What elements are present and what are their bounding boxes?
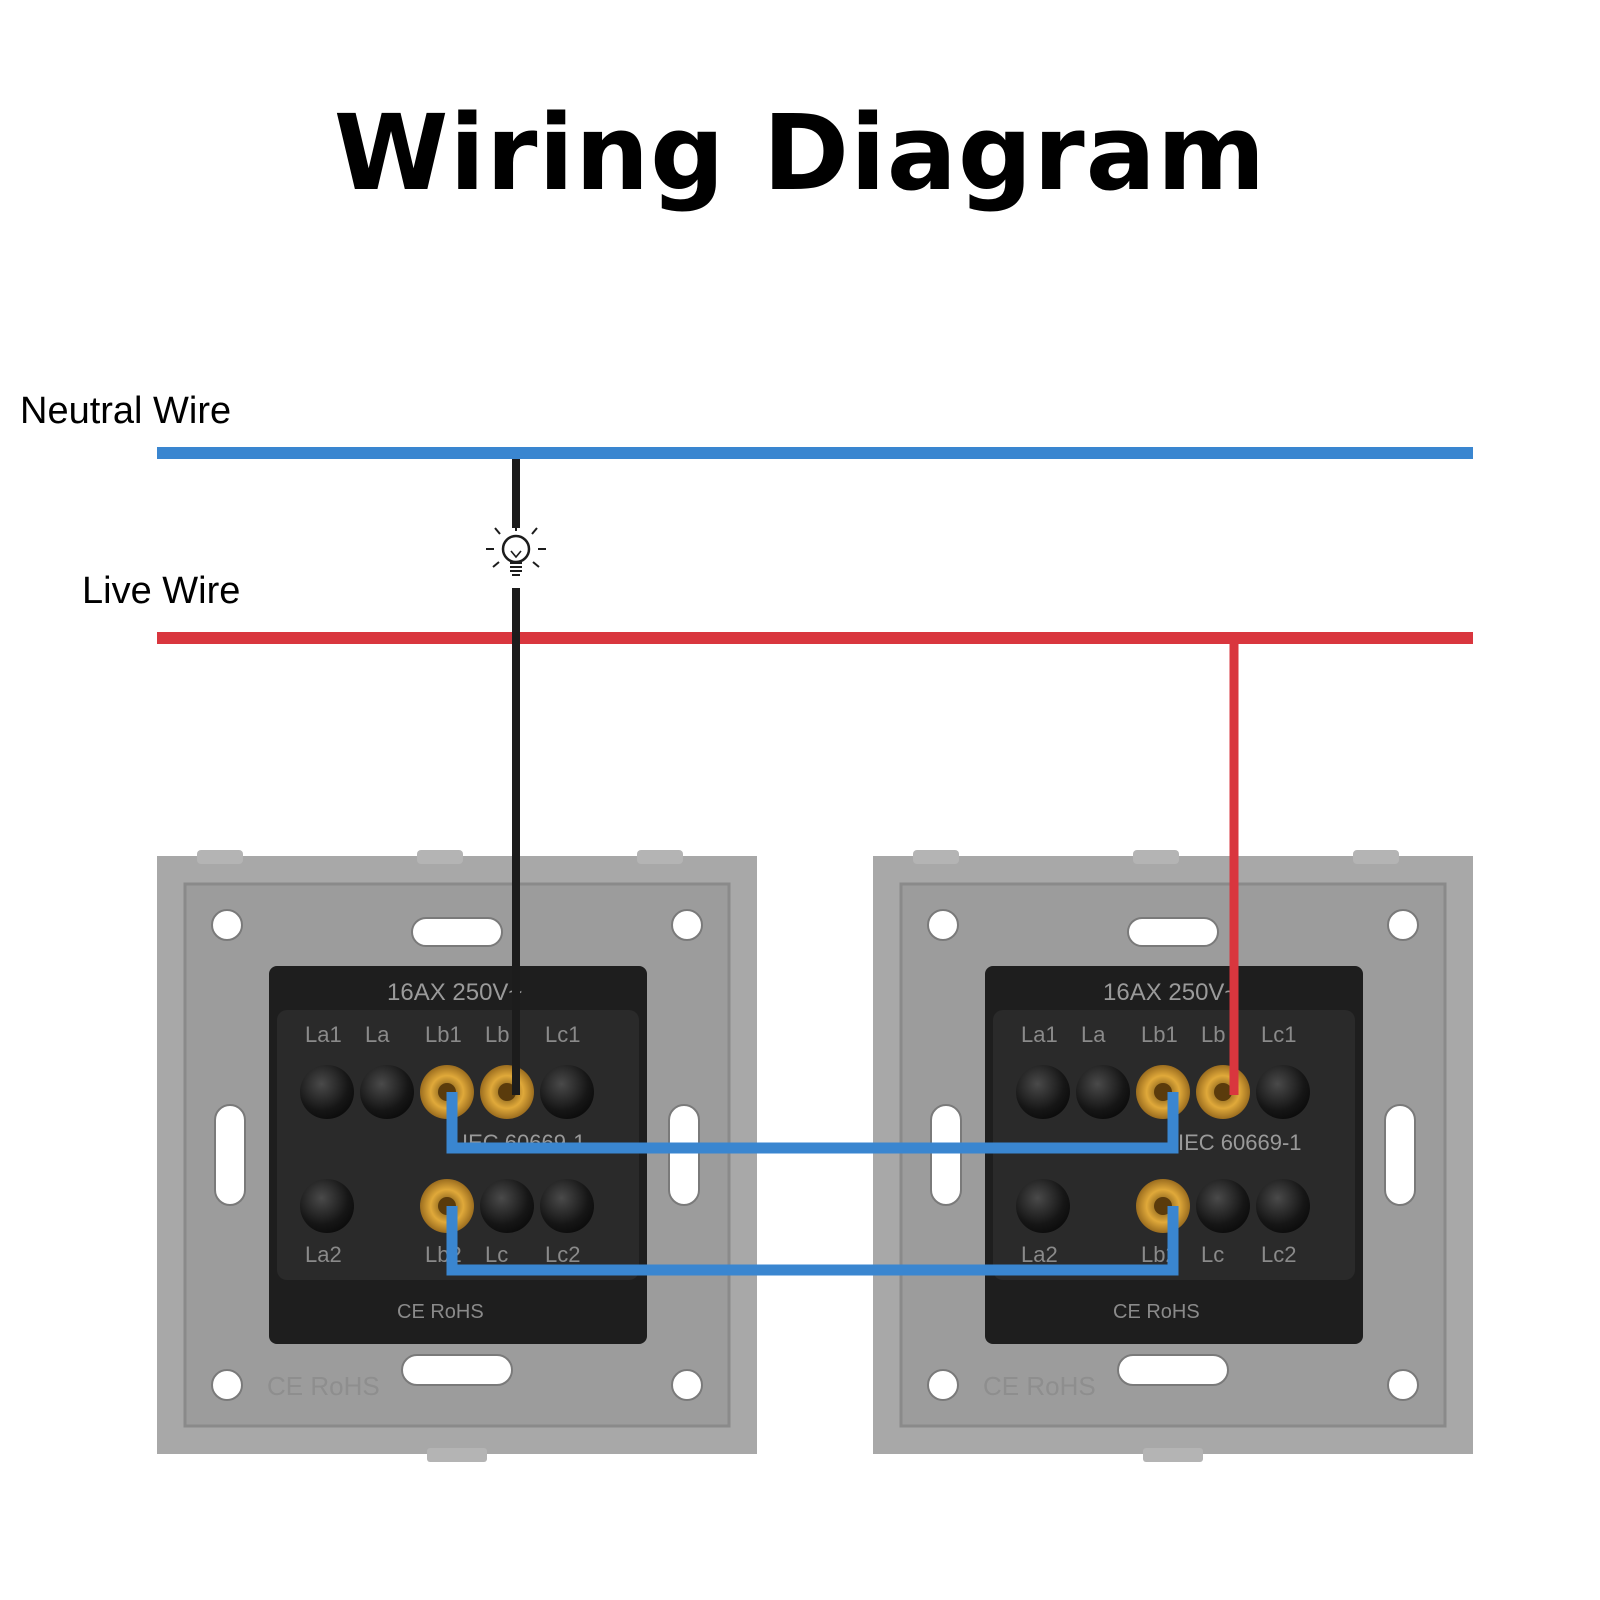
terminal-screw <box>1076 1065 1130 1119</box>
mounting-hole <box>927 1369 959 1401</box>
mounting-hole <box>671 909 703 941</box>
terminal-screw <box>1256 1065 1310 1119</box>
terminal-label: Lc2 <box>1261 1242 1296 1267</box>
terminal-label: Lc1 <box>1261 1022 1296 1047</box>
terminal-screw <box>1016 1065 1070 1119</box>
rating-text: 16AX 250V~ <box>387 979 522 1006</box>
terminal-label: La1 <box>305 1022 342 1047</box>
terminal-screw <box>1196 1179 1250 1233</box>
module-marks-text: CE RoHS <box>397 1301 484 1323</box>
plate-marks-text: CE RoHS <box>267 1371 380 1401</box>
plate-tab <box>417 850 463 864</box>
mounting-hole <box>671 1369 703 1401</box>
mounting-slot <box>1127 917 1219 947</box>
plate-tab <box>1353 850 1399 864</box>
mounting-slot <box>411 917 503 947</box>
standard-text: IEC 60669-1 <box>1178 1130 1302 1155</box>
terminal-label: Lb <box>485 1022 509 1047</box>
terminal-label: Lc <box>485 1242 508 1267</box>
mounting-slot <box>1117 1354 1229 1386</box>
terminal-screw <box>1256 1179 1310 1233</box>
terminal-label: La <box>1081 1022 1106 1047</box>
wires-group <box>157 447 1473 1276</box>
live-wire-label: Live Wire <box>82 570 241 612</box>
terminal-screw <box>1016 1179 1070 1233</box>
plate-tab <box>427 1448 487 1462</box>
plate-tab <box>913 850 959 864</box>
plate-tab <box>1143 1448 1203 1462</box>
terminal-screw <box>540 1065 594 1119</box>
traveler-wire-lower <box>446 1206 1179 1276</box>
terminal-label: Lb1 <box>425 1022 462 1047</box>
terminal-label: Lb1 <box>1141 1022 1178 1047</box>
terminal-screw <box>360 1065 414 1119</box>
plate-tab <box>197 850 243 864</box>
mounting-hole <box>211 909 243 941</box>
terminal-label: Lc <box>1201 1242 1224 1267</box>
screw-hole <box>1214 1083 1232 1101</box>
rating-text: 16AX 250V~ <box>1103 979 1238 1006</box>
screw-hole <box>498 1083 516 1101</box>
terminal-label: Lc1 <box>545 1022 580 1047</box>
page-title: Wiring Diagram <box>333 92 1267 214</box>
neutral-wire-label: Neutral Wire <box>20 390 232 432</box>
terminal-screw <box>300 1065 354 1119</box>
terminal-label: La2 <box>1021 1242 1058 1267</box>
terminal-label: Lb <box>1201 1022 1225 1047</box>
mounting-slot <box>930 1104 962 1206</box>
traveler-wire-upper <box>446 1092 1179 1154</box>
plate-tab <box>1133 850 1179 864</box>
mounting-hole <box>1387 1369 1419 1401</box>
light-bulb-icon <box>486 523 546 576</box>
terminal-screw <box>540 1179 594 1233</box>
module-marks-text: CE RoHS <box>1113 1301 1200 1323</box>
terminal-screw <box>480 1179 534 1233</box>
terminal-label: Lc2 <box>545 1242 580 1267</box>
mounting-slot <box>668 1104 700 1206</box>
terminal-label: La <box>365 1022 390 1047</box>
plate-tab <box>637 850 683 864</box>
mounting-slot <box>401 1354 513 1386</box>
terminal-screw <box>300 1179 354 1233</box>
plate-marks-text: CE RoHS <box>983 1371 1096 1401</box>
mounting-hole <box>1387 909 1419 941</box>
terminal-label: La2 <box>305 1242 342 1267</box>
mounting-hole <box>211 1369 243 1401</box>
mounting-slot <box>1384 1104 1416 1206</box>
mounting-hole <box>927 909 959 941</box>
mounting-slot <box>214 1104 246 1206</box>
terminal-label: La1 <box>1021 1022 1058 1047</box>
